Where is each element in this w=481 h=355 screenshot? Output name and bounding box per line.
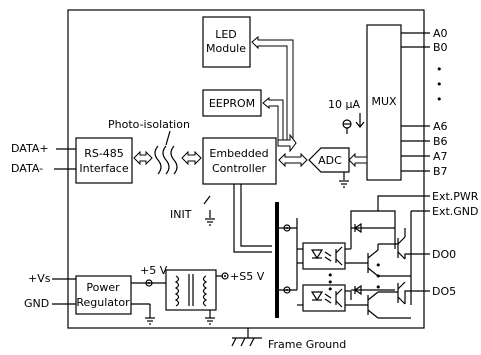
output-ext-gnd: Ext.GND bbox=[432, 205, 479, 218]
arrow-mux-to-adc bbox=[348, 152, 368, 168]
led-module-label-2: Module bbox=[206, 42, 246, 55]
photo-isolation-wave-1 bbox=[154, 145, 162, 175]
output-ext-pwr: Ext.PWR bbox=[432, 190, 479, 203]
mux-input-b0: B0 bbox=[433, 41, 448, 54]
rs485-label-1: RS-485 bbox=[84, 147, 124, 160]
power-regulator-block bbox=[75, 275, 132, 315]
mux-input-dots-1: • bbox=[436, 63, 443, 76]
power-regulator-label-2: Regulator bbox=[76, 296, 130, 309]
plus5v-label: +5 V bbox=[140, 264, 168, 277]
output-do5: DO5 bbox=[432, 285, 456, 298]
bus-arrow-eeprom bbox=[262, 96, 284, 141]
photo-isolation-wave-2 bbox=[162, 145, 170, 175]
current-source-label: 10 µA bbox=[328, 98, 360, 111]
channel-dots-6: • bbox=[375, 281, 382, 294]
mux-input-dots-3: • bbox=[436, 93, 443, 106]
rs485-block bbox=[75, 137, 133, 184]
init-label: INIT bbox=[170, 208, 192, 221]
frame-ground-label: Frame Ground bbox=[268, 338, 346, 351]
mux-label: MUX bbox=[371, 95, 397, 108]
eeprom-block bbox=[202, 89, 262, 117]
channel-dots-4: • bbox=[375, 259, 382, 272]
led-module-label-1: LED bbox=[215, 28, 237, 41]
channel-dots-3: • bbox=[327, 283, 334, 296]
mux-block bbox=[366, 24, 402, 181]
pin-vs: +Vs bbox=[28, 272, 51, 285]
bus-arrow-controller-right bbox=[277, 133, 297, 153]
rs485-label-2: Interface bbox=[79, 162, 128, 175]
mux-input-a6: A6 bbox=[433, 120, 448, 133]
output-do0: DO0 bbox=[432, 248, 456, 261]
photo-isolation-label: Photo-isolation bbox=[108, 118, 190, 131]
s5v-label: +S5 V bbox=[230, 270, 265, 283]
transformer-icon bbox=[174, 274, 208, 307]
led-module-block bbox=[202, 16, 251, 68]
eeprom-label: EEPROM bbox=[209, 97, 255, 110]
bus-arrow-led bbox=[251, 35, 294, 141]
controller-block bbox=[202, 137, 277, 185]
mux-input-a7: A7 bbox=[433, 150, 448, 163]
mux-input-b6: B6 bbox=[433, 135, 448, 148]
controller-label-2: Controller bbox=[212, 162, 267, 175]
dcdc-isolator-block bbox=[165, 269, 217, 311]
photo-isolation-wave-3 bbox=[170, 145, 178, 175]
mux-input-dots-2: • bbox=[436, 78, 443, 91]
bidir-arrow-controller bbox=[181, 150, 202, 166]
pin-data-plus: DATA+ bbox=[11, 142, 49, 155]
pin-gnd: GND bbox=[24, 297, 49, 310]
power-regulator-label-1: Power bbox=[86, 281, 120, 294]
mux-input-b7: B7 bbox=[433, 165, 448, 178]
controller-label-1: Embedded bbox=[209, 147, 268, 160]
pin-data-minus: DATA- bbox=[11, 162, 43, 175]
adc-label: ADC bbox=[318, 154, 342, 167]
mux-input-a0: A0 bbox=[433, 27, 448, 40]
optocoupler-do0 bbox=[302, 242, 346, 270]
bidir-arrow-adc bbox=[278, 152, 308, 168]
channel-dots-2: • bbox=[327, 276, 334, 289]
optocoupler-do5 bbox=[302, 284, 346, 312]
bidir-arrow-rs485 bbox=[133, 150, 153, 166]
channel-dots-1: • bbox=[327, 269, 334, 282]
